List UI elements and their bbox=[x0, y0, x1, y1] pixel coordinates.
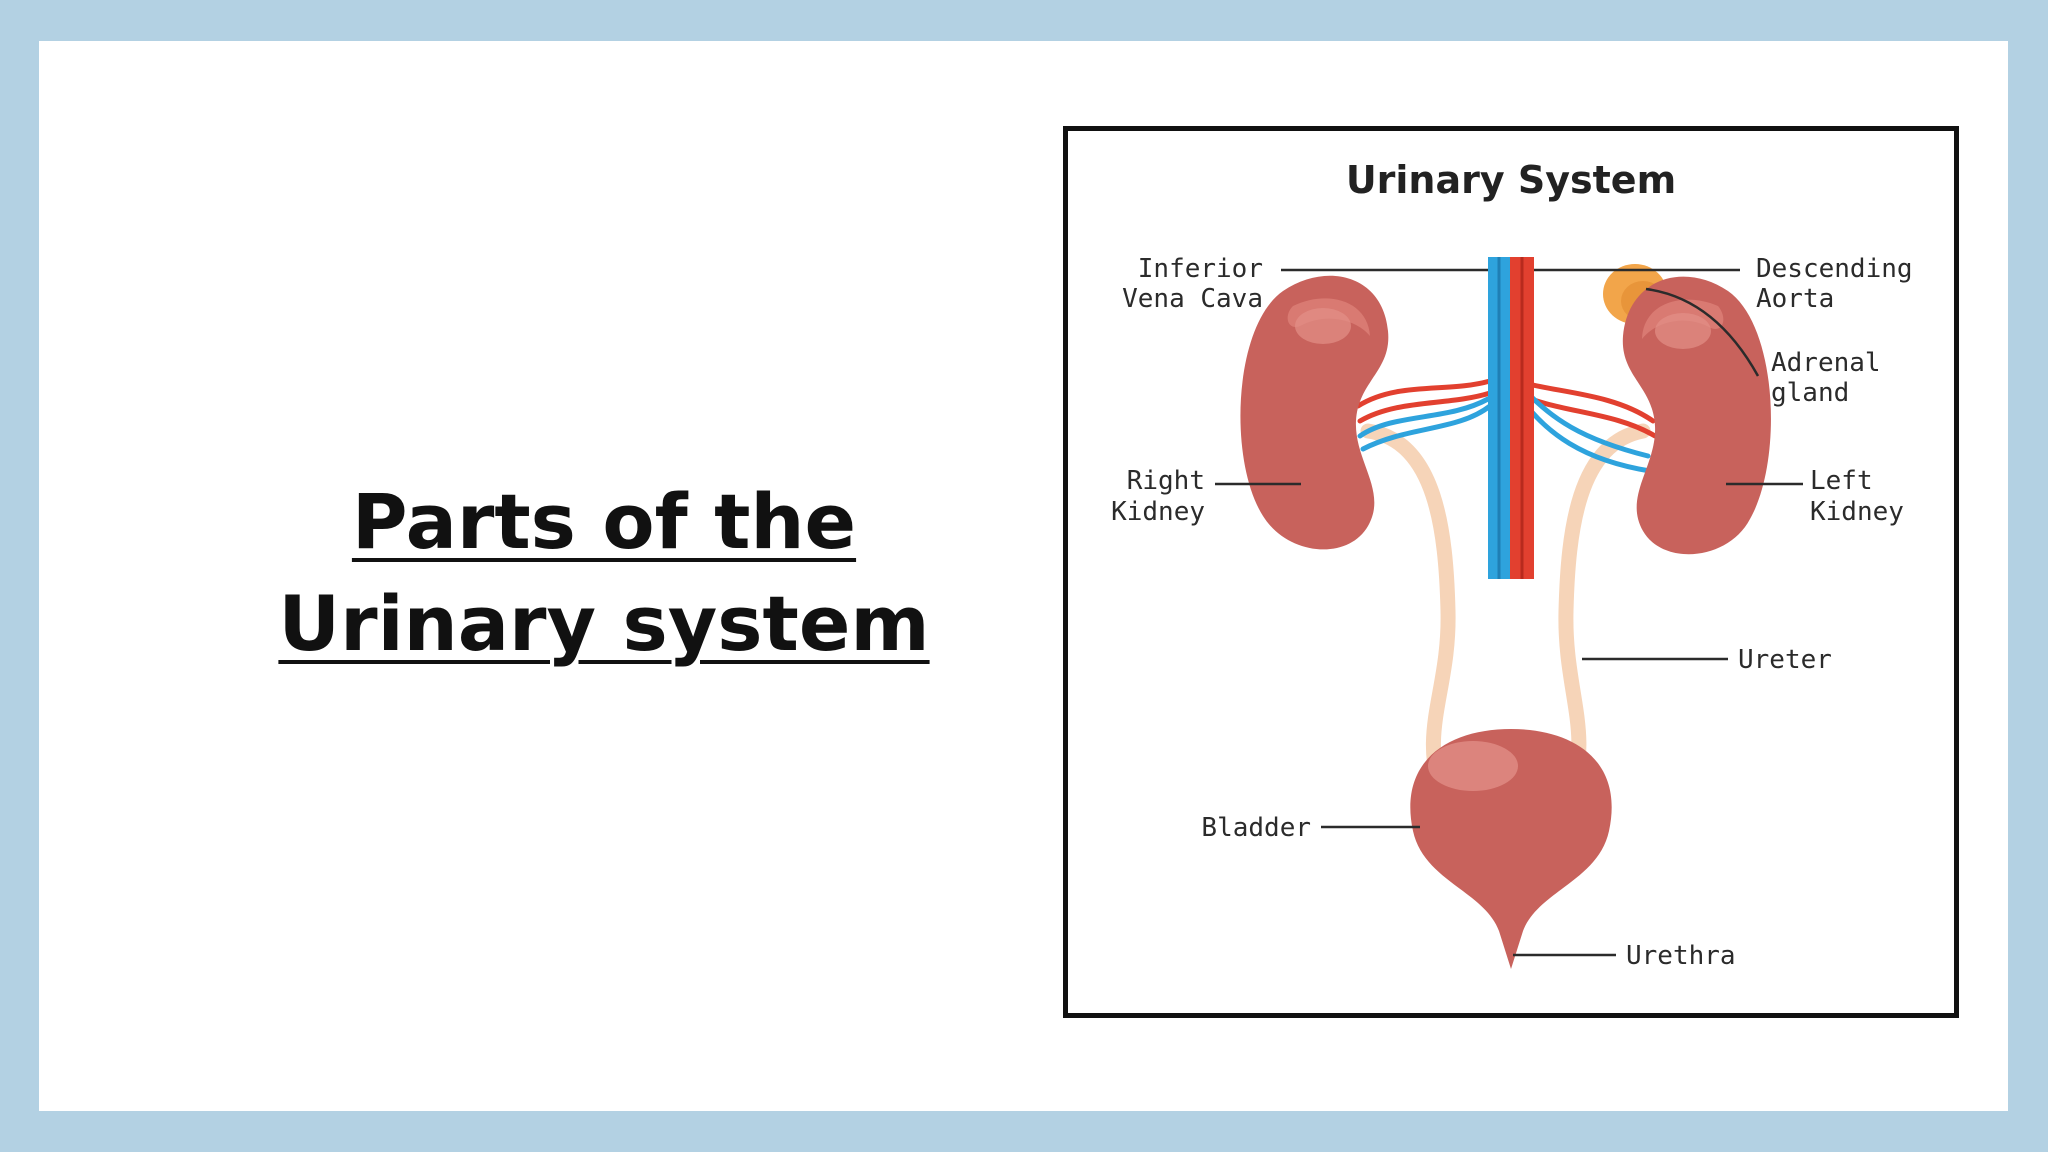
label-right-kidney-line-2: Kidney bbox=[1111, 497, 1205, 527]
slide-title-line-2: Urinary system bbox=[278, 579, 930, 668]
slide-title-line-1: Parts of the bbox=[351, 477, 857, 566]
slide-title: Parts of the Urinary system bbox=[219, 471, 989, 675]
label-adrenal-line-1: Adrenal bbox=[1771, 348, 1881, 378]
right-kidney bbox=[1240, 275, 1389, 550]
label-right-kidney-line-1: Right bbox=[1127, 466, 1205, 496]
leader-lines bbox=[1215, 268, 1803, 957]
label-aorta-line-2: Aorta bbox=[1756, 284, 1834, 314]
bladder bbox=[1410, 729, 1612, 969]
label-adrenal-line-2: gland bbox=[1771, 378, 1849, 408]
ureters bbox=[1360, 423, 1651, 804]
label-ivc-line-2: Vena Cava bbox=[1122, 284, 1263, 314]
diagram-title: Urinary System bbox=[1346, 158, 1676, 202]
label-urethra: Urethra bbox=[1626, 941, 1736, 971]
label-left-kidney-line-1: Left bbox=[1810, 466, 1873, 496]
label-left-kidney-line-2: Kidney bbox=[1810, 497, 1904, 527]
label-bladder: Bladder bbox=[1201, 813, 1311, 843]
label-aorta-line-1: Descending bbox=[1756, 254, 1913, 284]
urinary-system-figure: Urinary System bbox=[1063, 126, 1959, 1018]
label-ivc-line-1: Inferior bbox=[1138, 254, 1263, 284]
urinary-system-diagram: Urinary System bbox=[1111, 158, 1913, 971]
label-ureter: Ureter bbox=[1738, 645, 1832, 675]
